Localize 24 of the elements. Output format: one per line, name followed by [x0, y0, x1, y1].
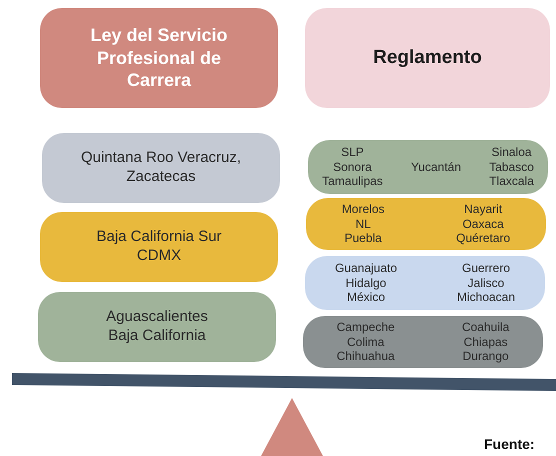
- state-list: Nayarit Oaxaca Quéretaro: [456, 202, 510, 246]
- state-list: Guanajuato Hidalgo México: [334, 261, 398, 305]
- title-text: Ley del Servicio Profesional de Carrera: [89, 24, 229, 92]
- title-text: Reglamento: [373, 46, 482, 70]
- state-group-box: [306, 198, 546, 250]
- state-list: SLP Sonora Tamaulipas: [322, 145, 383, 189]
- state-group-box: [40, 212, 278, 282]
- state-list: Baja California Sur CDMX: [79, 228, 239, 266]
- law-title-box: [40, 8, 278, 108]
- state-group-box: [42, 133, 280, 203]
- state-list: Campeche Colima Chihuahua: [336, 320, 395, 364]
- state-list: Yucantán: [410, 160, 462, 174]
- state-list: Coahuila Chiapas Durango: [462, 320, 510, 364]
- state-list: Quintana Roo Veracruz, Zacatecas: [78, 149, 244, 187]
- state-group-box: [303, 316, 543, 368]
- source-note: Fuente:: [484, 436, 535, 452]
- state-list: Guerrero Jalisco Michoacan: [456, 261, 516, 305]
- state-group-box: [305, 256, 545, 310]
- state-list: Morelos NL Puebla: [342, 202, 384, 246]
- state-group-box: [308, 140, 548, 194]
- state-list: Sinaloa Tabasco Tlaxcala: [489, 145, 534, 189]
- state-group-box: [38, 292, 276, 362]
- state-list: Aguascalientes Baja California: [94, 308, 220, 346]
- regulation-title-box: [305, 8, 550, 108]
